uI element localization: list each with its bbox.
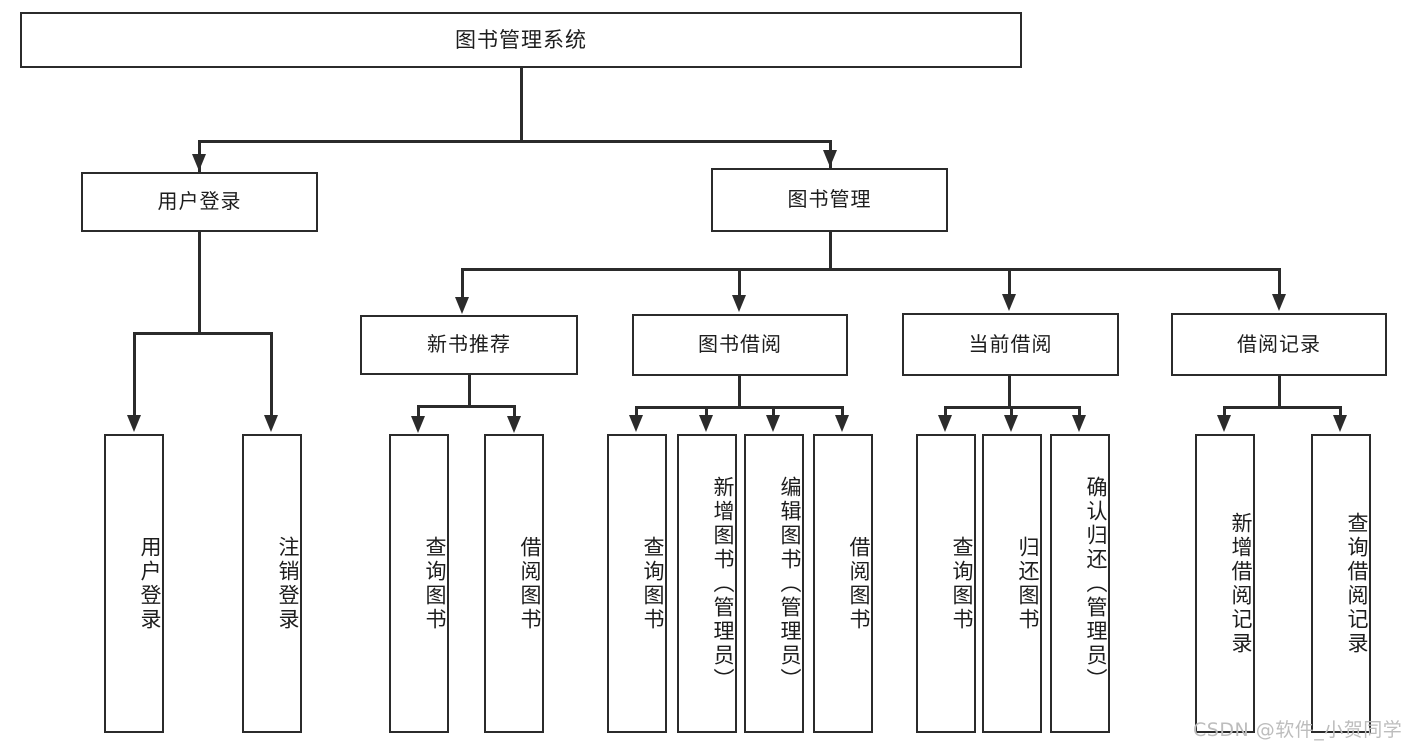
connector-current-to-query	[944, 406, 947, 419]
node-label: 借阅记录	[1237, 331, 1321, 356]
connector-recommend-to-query	[417, 405, 420, 419]
arrow-borrow-to-add	[699, 415, 713, 432]
node-label: 确认归还（管理员）	[1084, 475, 1108, 692]
node-current-borrow[interactable]: 当前借阅	[902, 313, 1119, 376]
arrow-book-mgmt-to-borrow	[732, 295, 746, 312]
arrow-book-mgmt-to-record	[1272, 294, 1286, 311]
leaf-user-login-login[interactable]: 用户登录	[104, 434, 164, 733]
connector-current-to-confirm	[1078, 406, 1081, 419]
connector-book-mgmt-to-record	[1278, 268, 1281, 298]
connector-recommend-to-borrow	[513, 405, 516, 419]
leaf-record-add-record[interactable]: 新增借阅记录	[1195, 434, 1255, 733]
connector-record-stem	[1278, 376, 1281, 408]
connector-record-to-add	[1223, 406, 1226, 419]
node-new-book-recommend[interactable]: 新书推荐	[360, 315, 578, 375]
node-label: 当前借阅	[968, 331, 1053, 356]
arrow-record-to-add	[1217, 415, 1231, 432]
connector-borrow-stem	[738, 376, 741, 408]
csdn-watermark: CSDN @软件_小贺同学	[1193, 719, 1403, 741]
arrow-borrow-to-edit	[766, 415, 780, 432]
connector-user-login-to-logout	[270, 332, 273, 418]
node-label: 新书推荐	[427, 332, 511, 357]
connector-borrow-to-edit	[772, 406, 775, 419]
leaf-current-return-book[interactable]: 归还图书	[982, 434, 1042, 733]
node-label: 新增图书（管理员）	[711, 475, 735, 692]
connector-borrow-to-add	[705, 406, 708, 419]
node-root-system[interactable]: 图书管理系统	[20, 12, 1022, 68]
connector-borrow-to-lend	[841, 406, 844, 419]
leaf-borrow-query-book[interactable]: 查询图书	[607, 434, 667, 733]
connector-book-mgmt-to-recommend	[461, 268, 464, 300]
arrow-book-mgmt-to-current	[1002, 294, 1016, 311]
node-book-borrow[interactable]: 图书借阅	[632, 314, 848, 376]
connector-book-mgmt-to-current	[1008, 268, 1011, 298]
node-label: 借阅图书	[847, 535, 871, 632]
leaf-current-query-book[interactable]: 查询图书	[916, 434, 976, 733]
leaf-borrow-add-book[interactable]: 新增图书（管理员）	[677, 434, 737, 733]
node-label: 图书管理系统	[455, 27, 587, 52]
arrow-recommend-to-query	[411, 416, 425, 433]
connector-record-bus	[1223, 406, 1339, 409]
node-label: 用户登录	[157, 189, 242, 214]
node-label: 归还图书	[1016, 535, 1040, 632]
arrow-record-to-query	[1333, 415, 1347, 432]
node-user-login[interactable]: 用户登录	[81, 172, 318, 232]
node-label: 图书管理	[787, 187, 872, 212]
node-label: 注销登录	[276, 535, 300, 632]
leaf-current-confirm-return[interactable]: 确认归还（管理员）	[1050, 434, 1110, 733]
connector-book-mgmt-stem	[829, 232, 832, 270]
connector-user-login-stem	[198, 232, 201, 334]
connector-borrow-to-query	[635, 406, 638, 419]
leaf-recommend-query-book[interactable]: 查询图书	[389, 434, 449, 733]
connector-book-mgmt-to-borrow	[738, 268, 741, 298]
connector-borrow-bus	[635, 406, 843, 409]
node-label: 查询图书	[950, 535, 974, 632]
leaf-borrow-lend-book[interactable]: 借阅图书	[813, 434, 873, 733]
arrow-borrow-to-lend	[835, 415, 849, 432]
node-borrow-record[interactable]: 借阅记录	[1171, 313, 1387, 376]
arrow-recommend-to-borrow	[507, 416, 521, 433]
node-label: 用户登录	[138, 535, 162, 632]
connector-book-mgmt-bus	[461, 268, 1280, 271]
connector-current-stem	[1008, 376, 1011, 408]
connector-recommend-bus	[417, 405, 515, 408]
arrow-current-to-query	[938, 415, 952, 432]
arrow-current-to-confirm	[1072, 415, 1086, 432]
connector-recommend-stem	[468, 375, 471, 407]
leaf-borrow-edit-book[interactable]: 编辑图书（管理员）	[744, 434, 804, 733]
arrow-book-mgmt-to-recommend	[455, 297, 469, 314]
leaf-recommend-borrow-book[interactable]: 借阅图书	[484, 434, 544, 733]
node-label: 查询图书	[641, 535, 665, 632]
leaf-user-login-logout[interactable]: 注销登录	[242, 434, 302, 733]
arrow-root-to-user-login	[192, 154, 206, 171]
node-label: 借阅图书	[518, 535, 542, 632]
node-label: 新增借阅记录	[1229, 511, 1253, 656]
node-label: 查询图书	[423, 535, 447, 632]
arrow-user-login-to-logout	[264, 415, 278, 432]
node-label: 图书借阅	[698, 332, 782, 357]
connector-user-login-bus	[133, 332, 272, 335]
arrow-user-login-to-login	[127, 415, 141, 432]
arrow-current-to-return	[1004, 415, 1018, 432]
connector-record-to-query	[1339, 406, 1342, 419]
arrow-borrow-to-query	[629, 415, 643, 432]
node-label: 编辑图书（管理员）	[778, 475, 802, 692]
connector-root-bus	[198, 140, 831, 143]
node-label: 查询借阅记录	[1345, 511, 1369, 656]
arrow-root-to-book-mgmt	[823, 150, 837, 167]
connector-user-login-to-login	[133, 332, 136, 418]
leaf-record-query-record[interactable]: 查询借阅记录	[1311, 434, 1371, 733]
connector-root-stem	[520, 68, 523, 142]
node-book-management[interactable]: 图书管理	[711, 168, 948, 232]
connector-current-to-return	[1010, 406, 1013, 419]
